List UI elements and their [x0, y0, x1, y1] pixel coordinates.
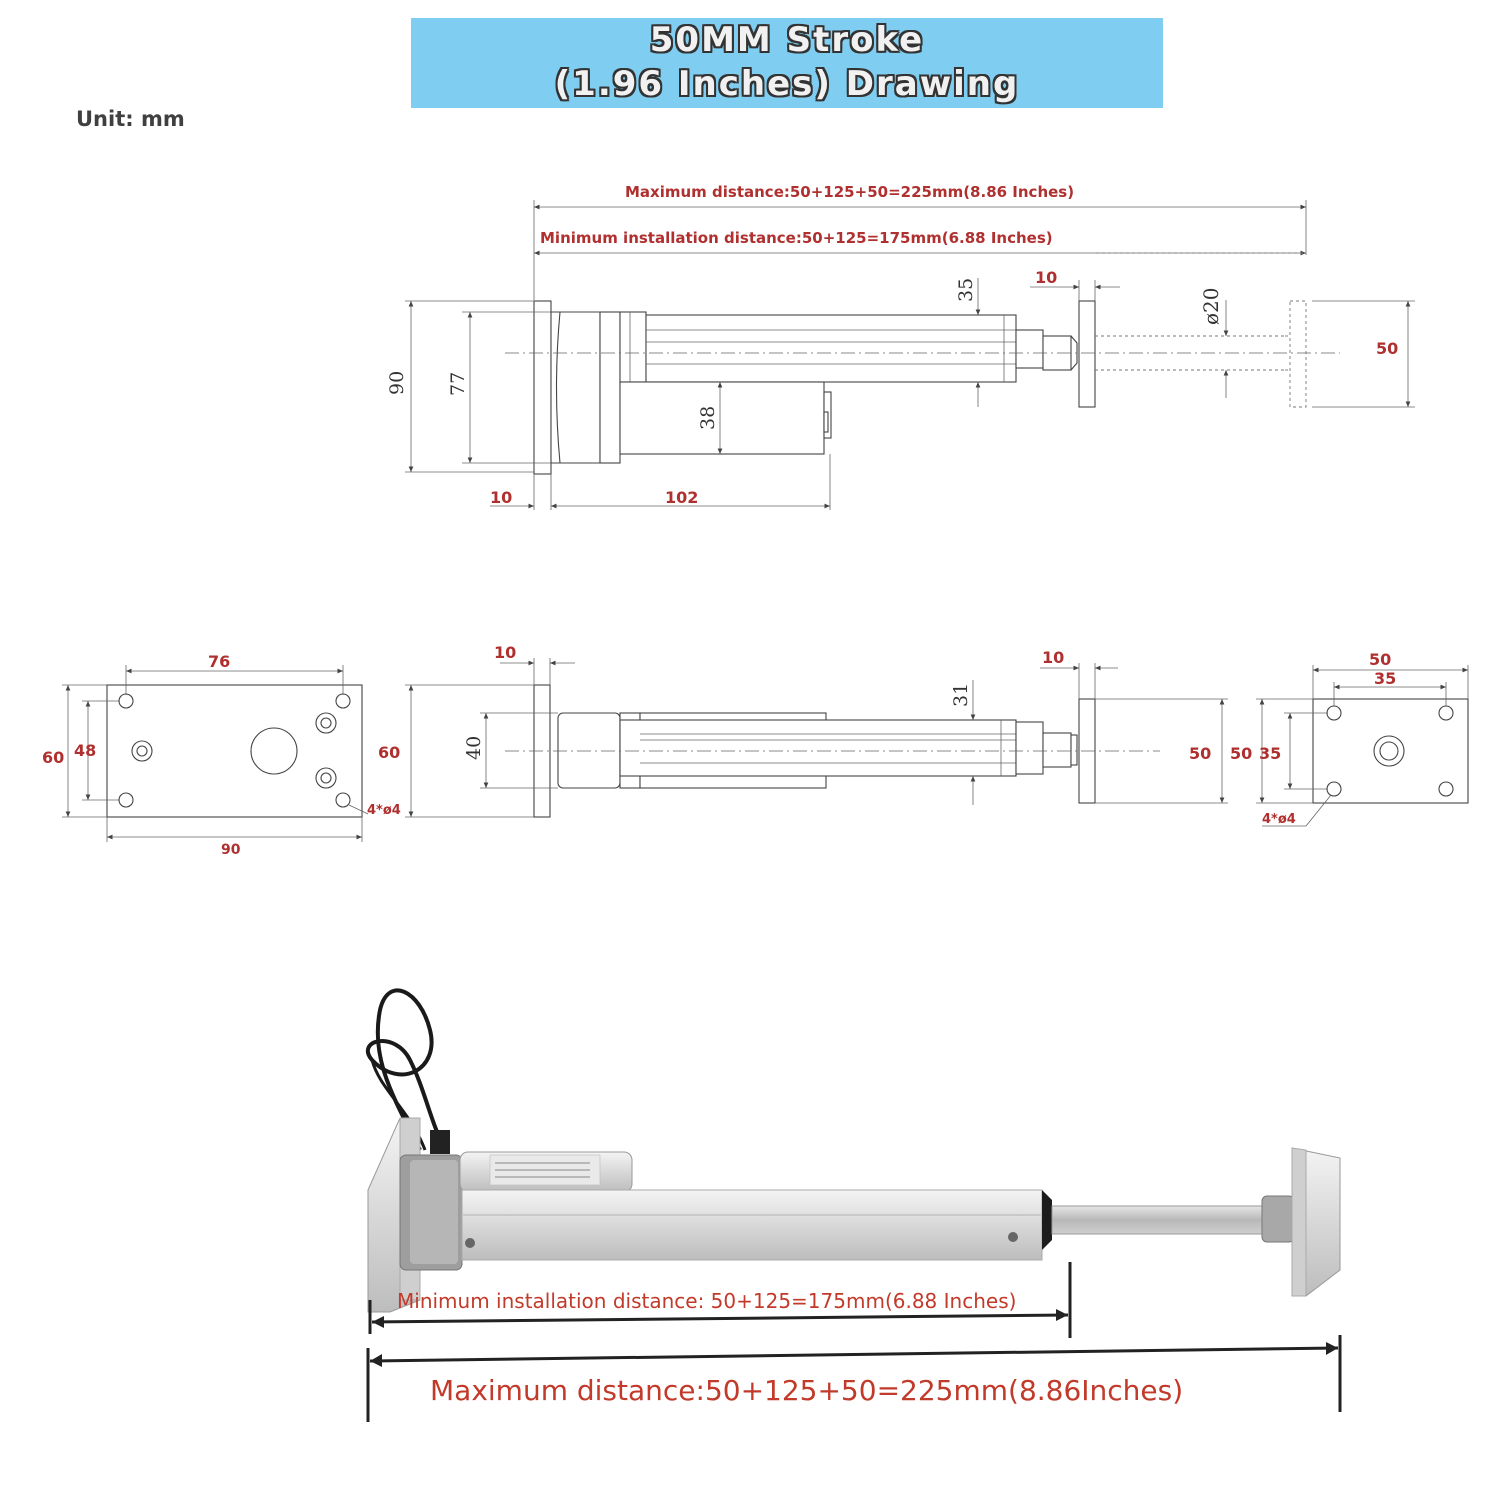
outer-tube	[461, 1189, 1043, 1261]
min-dim-line	[371, 1313, 1069, 1324]
screw-icon	[1008, 1232, 1018, 1242]
dim-10-right: 10	[1042, 648, 1064, 667]
end-mount-plate	[1312, 698, 1469, 804]
dim-50-side: 50	[1230, 744, 1252, 763]
dim-102: 102	[665, 488, 698, 507]
mount-plate	[106, 684, 363, 818]
holes-label: 4*ø4	[367, 803, 401, 818]
top-view: 10 60 40 31 10 50	[378, 643, 1228, 818]
front-plate-left: 76 60 48 90 4*ø4	[42, 652, 401, 858]
dim-76: 76	[208, 652, 230, 671]
dim-50-top: 50	[1369, 650, 1391, 669]
dim-38: 38	[697, 406, 719, 430]
dim-77: 77	[447, 372, 469, 396]
product-photo: Minimum installation distance: 50+125=17…	[365, 988, 1342, 1422]
title-banner: 50MM Stroke (1.96 Inches) Drawing	[411, 18, 1163, 108]
holes-label: 4*ø4	[1262, 812, 1296, 827]
dim-31: 31	[950, 683, 972, 707]
dim-48: 48	[74, 741, 96, 760]
dim-40: 40	[463, 736, 485, 760]
dim-90: 90	[386, 371, 408, 395]
photo-max-label: Maximum distance:50+125+50=225mm(8.86Inc…	[430, 1374, 1183, 1407]
mount-hole	[335, 792, 351, 808]
screw-icon	[465, 1238, 475, 1248]
base-plate	[533, 300, 552, 475]
dim-10-bottom: 10	[490, 488, 512, 507]
dim-35-top: 35	[1374, 669, 1396, 688]
dim-50-side: 50	[1376, 339, 1398, 358]
dim-phi20: ø20	[1199, 288, 1223, 326]
piston-rod	[1042, 732, 1072, 768]
mount-hole	[1438, 781, 1454, 797]
dim-10-top: 10	[1035, 268, 1057, 287]
dim-60: 60	[42, 748, 64, 767]
max-dim-line	[369, 1346, 1339, 1363]
title-line-2: (1.96 Inches) Drawing	[554, 64, 1020, 104]
dim-50: 50	[1189, 744, 1211, 763]
photo-min-label: Minimum installation distance: 50+125=17…	[397, 1289, 1016, 1313]
end-cap	[1042, 1190, 1052, 1250]
dim-35-side: 35	[1259, 744, 1281, 763]
motor-shaft-hole	[250, 727, 298, 775]
min-distance-label: Minimum installation distance:50+125=175…	[540, 229, 1053, 247]
piston-rod	[1051, 1205, 1268, 1235]
title-line-1: 50MM Stroke	[649, 20, 925, 60]
front-plate-right: 50 35 50 35 4*ø4	[1230, 650, 1469, 827]
power-cable	[365, 988, 447, 1151]
dim-35: 35	[955, 278, 977, 302]
max-distance-label: Maximum distance:50+125+50=225mm(8.86 In…	[625, 183, 1074, 201]
dim-60: 60	[378, 743, 400, 762]
outer-tube	[645, 314, 1017, 383]
side-view: Maximum distance:50+125+50=225mm(8.86 In…	[386, 183, 1415, 510]
outer-tube	[619, 719, 1017, 777]
dim-90: 90	[221, 842, 241, 858]
motor	[619, 381, 825, 455]
dim-10-left: 10	[494, 643, 516, 662]
end-plate	[1078, 300, 1096, 408]
unit-label: Unit: mm	[76, 107, 185, 131]
